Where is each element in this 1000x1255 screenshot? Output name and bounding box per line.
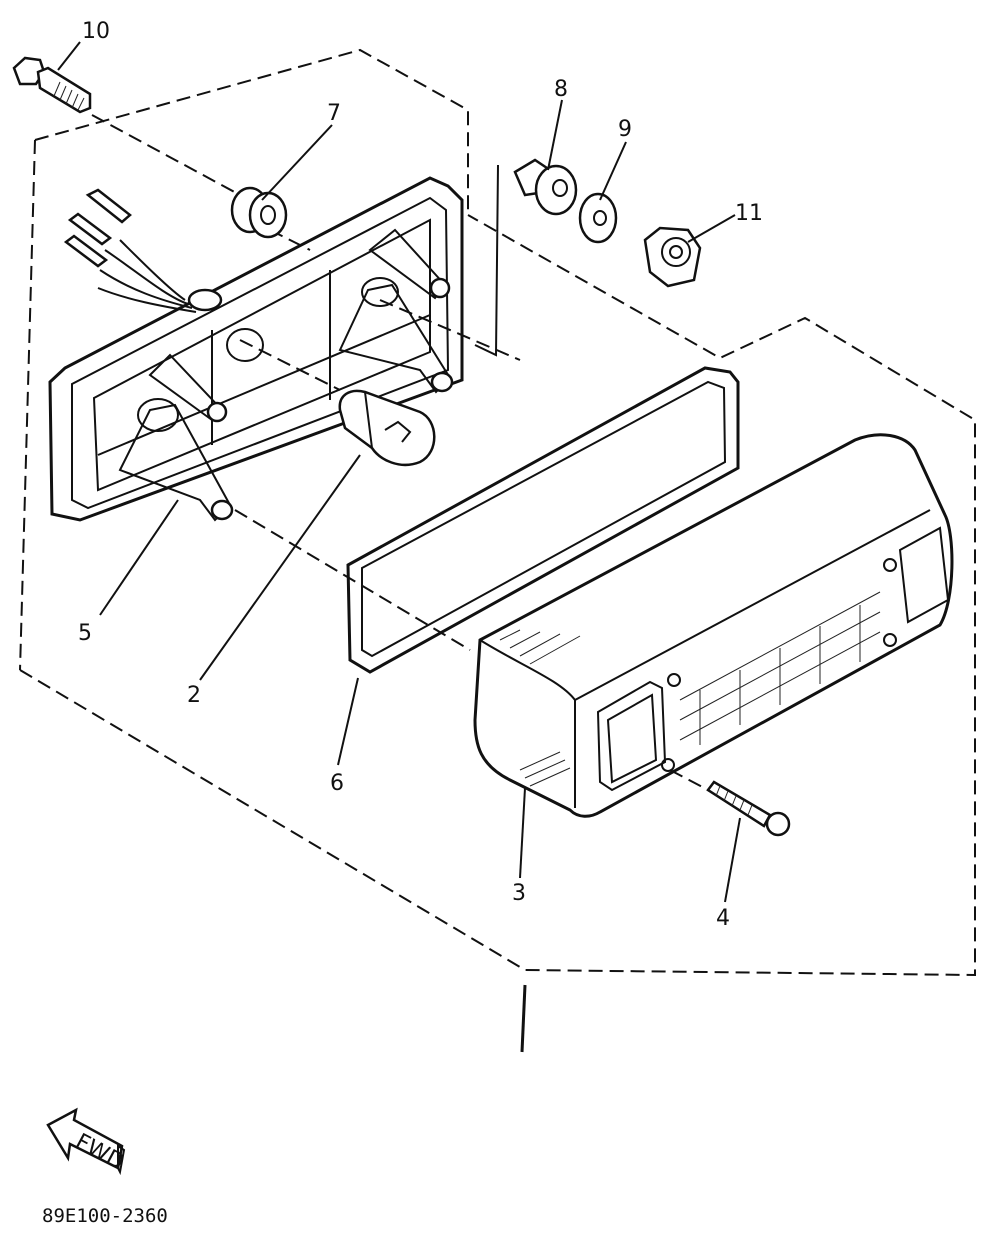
bolt-part	[12, 56, 92, 114]
callout-11: 11	[735, 201, 763, 226]
washer-part	[578, 192, 618, 244]
screw-part	[706, 780, 791, 837]
grommet-part	[230, 186, 288, 239]
collar-part	[513, 158, 578, 216]
lamp-base-part	[48, 176, 464, 522]
callout-4: 4	[716, 906, 730, 931]
assembly-boundary	[19, 48, 976, 1053]
callout-leaders	[57, 41, 741, 903]
bulb-part	[338, 389, 436, 467]
callout-7: 7	[327, 101, 341, 126]
alignment-lines	[91, 114, 709, 791]
nut-part	[643, 226, 702, 288]
callout-5: 5	[78, 621, 92, 646]
callout-10: 10	[82, 19, 110, 44]
gasket-part	[346, 366, 740, 674]
callout-8: 8	[554, 77, 568, 102]
callout-2: 2	[187, 683, 201, 708]
callout-3: 3	[512, 881, 526, 906]
callout-9: 9	[618, 117, 632, 142]
lens-part	[473, 433, 954, 818]
forward-arrow-icon: FWD	[46, 1107, 128, 1175]
drawing-code: 89E100-2360	[42, 1205, 168, 1227]
callout-6: 6	[330, 771, 344, 796]
